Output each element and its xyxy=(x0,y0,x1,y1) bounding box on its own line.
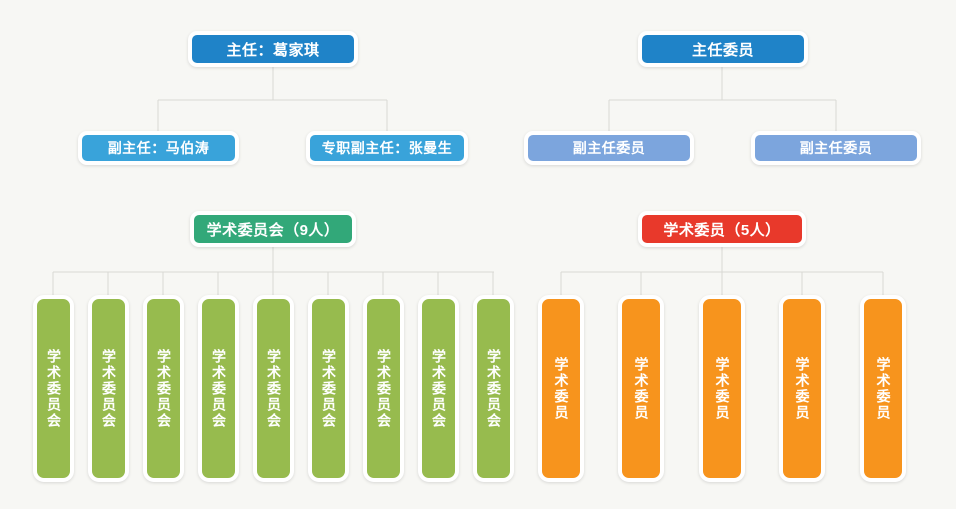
left-leaf-node-4[interactable]: 学术委员会 xyxy=(198,295,239,482)
right-leaf-label-5: 学术委员 xyxy=(875,356,892,421)
right-section-header-label: 学术委员（5人） xyxy=(663,221,781,239)
left-leaf-node-9[interactable]: 学术委员会 xyxy=(473,295,514,482)
left-leaf-label-2: 学术委员会 xyxy=(101,348,118,429)
right-root-node[interactable]: 主任委员 xyxy=(638,31,808,67)
left-leaf-label-3: 学术委员会 xyxy=(156,348,173,429)
right-leaf-node-3[interactable]: 学术委员 xyxy=(699,295,745,482)
right-leaf-label-4: 学术委员 xyxy=(794,356,811,421)
right-leaf-node-4[interactable]: 学术委员 xyxy=(779,295,825,482)
left-level2-node-1[interactable]: 副主任：马伯涛 xyxy=(78,131,239,165)
right-level2-label-2: 副主任委员 xyxy=(799,140,873,156)
right-leaf-node-1[interactable]: 学术委员 xyxy=(538,295,584,482)
left-section-header[interactable]: 学术委员会（9人） xyxy=(190,211,356,247)
left-leaf-label-8: 学术委员会 xyxy=(431,348,448,429)
right-leaf-node-2[interactable]: 学术委员 xyxy=(618,295,664,482)
left-level2-node-2[interactable]: 专职副主任：张曼生 xyxy=(306,131,468,165)
left-leaf-label-4: 学术委员会 xyxy=(211,348,228,429)
right-section-header[interactable]: 学术委员（5人） xyxy=(638,211,806,247)
left-level2-label-2: 专职副主任：张曼生 xyxy=(321,140,453,156)
left-leaf-node-2[interactable]: 学术委员会 xyxy=(88,295,129,482)
right-leaf-node-5[interactable]: 学术委员 xyxy=(860,295,906,482)
right-leaf-label-1: 学术委员 xyxy=(553,356,570,421)
left-leaf-node-7[interactable]: 学术委员会 xyxy=(363,295,404,482)
left-leaf-node-8[interactable]: 学术委员会 xyxy=(418,295,459,482)
left-leaf-label-5: 学术委员会 xyxy=(266,348,283,429)
right-root-label: 主任委员 xyxy=(691,41,754,59)
right-level2-node-1[interactable]: 副主任委员 xyxy=(524,131,694,165)
left-leaf-node-6[interactable]: 学术委员会 xyxy=(308,295,349,482)
left-leaf-label-9: 学术委员会 xyxy=(486,348,503,429)
left-section-header-label: 学术委员会（9人） xyxy=(206,221,340,239)
left-root-label: 主任：葛家琪 xyxy=(226,41,320,59)
left-leaf-label-6: 学术委员会 xyxy=(321,348,338,429)
left-leaf-node-1[interactable]: 学术委员会 xyxy=(33,295,74,482)
left-root-node[interactable]: 主任：葛家琪 xyxy=(188,31,358,67)
left-leaf-label-7: 学术委员会 xyxy=(376,348,393,429)
left-leaf-label-1: 学术委员会 xyxy=(46,348,63,429)
left-leaf-node-5[interactable]: 学术委员会 xyxy=(253,295,294,482)
right-level2-node-2[interactable]: 副主任委员 xyxy=(751,131,921,165)
left-level2-label-1: 副主任：马伯涛 xyxy=(107,140,210,156)
right-leaf-label-3: 学术委员 xyxy=(714,356,731,421)
right-level2-label-1: 副主任委员 xyxy=(572,140,646,156)
left-leaf-node-3[interactable]: 学术委员会 xyxy=(143,295,184,482)
right-leaf-label-2: 学术委员 xyxy=(633,356,650,421)
